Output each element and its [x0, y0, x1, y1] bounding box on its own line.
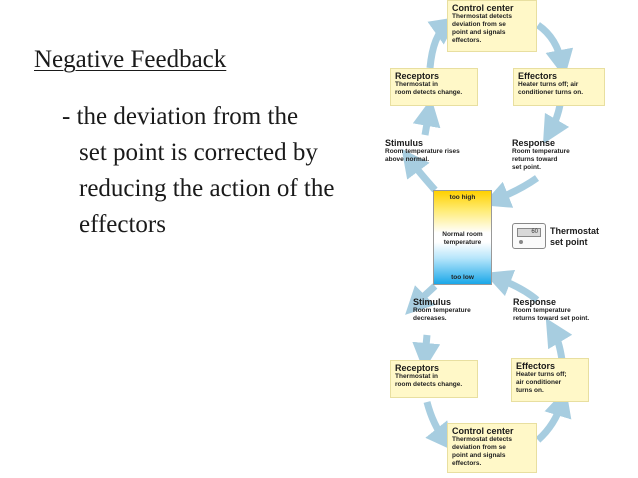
bullet-text: - the deviation from the set point is co… [62, 99, 402, 243]
response-low-text: Room temperature returns toward set poin… [513, 307, 590, 322]
effectors-bottom-heading: Effectors [516, 361, 556, 371]
control-center-top-text: Thermostat detects deviation from se poi… [452, 13, 512, 44]
too-high-label: too high [449, 194, 476, 201]
arrow-receptors-to-control-top [426, 16, 459, 69]
arrow-response-to-normal-bottom [483, 269, 540, 303]
bullet-line: - the deviation from the [62, 103, 299, 130]
too-low-label: too low [451, 274, 474, 281]
arrow-effectors-to-response-bottom [545, 317, 573, 361]
control-center-top: Control center Thermostat detects deviat… [447, 0, 537, 52]
receptors-bottom-heading: Receptors [395, 363, 440, 373]
arrow-control-to-effectors-bottom [535, 388, 572, 443]
arrow-thermometer-to-stimulus-high [401, 148, 438, 193]
stimulus-high-text: Room temperature rises above normal. [385, 148, 460, 163]
response-high: Response Room temperature returns toward… [512, 138, 612, 172]
receptors-bottom: Receptors Thermostat in room detects cha… [390, 360, 478, 398]
response-low-heading: Response [513, 297, 557, 307]
stimulus-high-heading: Stimulus [385, 138, 424, 148]
thermostat-knob [519, 240, 523, 244]
arrow-thermometer-to-stimulus-low [405, 283, 438, 315]
control-center-bottom-text: Thermostat detects deviation from se poi… [452, 436, 512, 467]
stimulus-low-text: Room temperature decreases. [413, 307, 471, 322]
normal-temperature-label: Normal room temperature [442, 231, 483, 246]
arrow-stimulus-to-receptors-top [412, 98, 441, 136]
stimulus-high: Stimulus Room temperature rises above no… [385, 138, 495, 164]
bullet-line: reducing the action of the [79, 175, 335, 202]
arrow-receptors-to-control-bottom [423, 401, 454, 451]
effectors-bottom-text: Heater turns off; air conditioner turns … [516, 371, 567, 394]
response-high-heading: Response [512, 138, 556, 148]
bullet-line: effectors [79, 211, 166, 238]
receptors-top-heading: Receptors [395, 71, 440, 81]
effectors-top-heading: Effectors [518, 71, 558, 81]
arrow-effectors-to-response-top [542, 104, 570, 145]
feedback-arrows [401, 16, 574, 451]
effectors-top: Effectors Heater turns off; air conditio… [513, 68, 605, 106]
effectors-bottom: Effectors Heater turns off; air conditio… [511, 358, 589, 402]
receptors-top: Receptors Thermostat in room detects cha… [390, 68, 478, 106]
response-high-text: Room temperature returns toward set poin… [512, 148, 570, 171]
room-temperature-bar: too high Normal room temperature too low [433, 190, 492, 285]
slide-title: Negative Feedback [34, 46, 227, 73]
arrow-response-to-normal-top [482, 175, 540, 208]
thermostat-display: 60 [517, 228, 541, 237]
receptors-bottom-text: Thermostat in room detects change. [395, 373, 463, 388]
negative-feedback-diagram: Control center Thermostat detects deviat… [375, 0, 638, 478]
thermostat-icon: 60 [512, 223, 546, 249]
arrow-control-to-effectors-top [535, 22, 574, 78]
control-center-top-heading: Control center [452, 3, 514, 13]
response-low: Response Room temperature returns toward… [513, 297, 633, 323]
receptors-top-text: Thermostat in room detects change. [395, 81, 463, 96]
stimulus-low: Stimulus Room temperature decreases. [413, 297, 508, 323]
effectors-top-text: Heater turns off; air conditioner turns … [518, 81, 583, 96]
thermostat-set-point-label: Thermostat set point [550, 226, 630, 248]
bullet-line: set point is corrected by [79, 139, 318, 166]
control-center-bottom: Control center Thermostat detects deviat… [447, 423, 537, 473]
control-center-bottom-heading: Control center [452, 426, 514, 436]
stimulus-low-heading: Stimulus [413, 297, 452, 307]
arrow-stimulus-to-receptors-bottom [412, 334, 441, 371]
thermostat-set-point-text: Thermostat set point [550, 226, 600, 247]
